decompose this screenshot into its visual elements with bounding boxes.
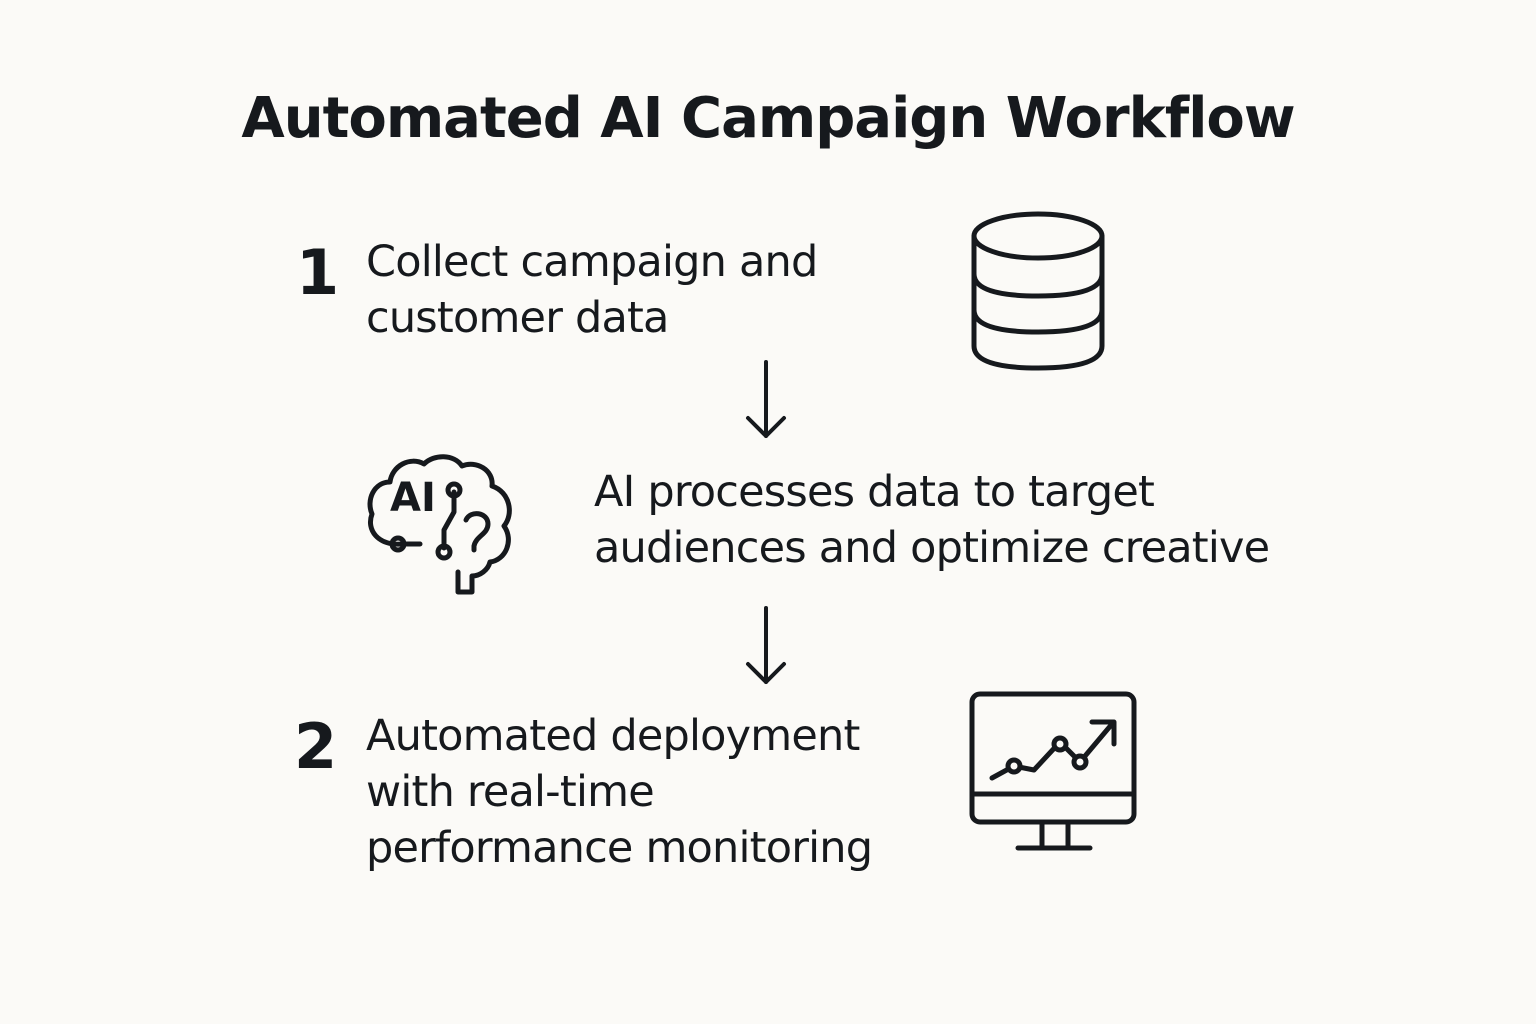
ai-icon-label: AI [390,475,436,521]
step-3-line-1: Automated deployment [366,711,860,761]
page-title: Automated AI Campaign Workflow [241,86,1295,151]
step-1-line-1: Collect campaign and [366,237,818,287]
step-2-text: AI processes data to target audiences an… [594,464,1270,576]
step-1-number: 1 [296,236,340,309]
step-3-line-3: performance monitoring [366,823,873,873]
step-1-text: Collect campaign and customer data [366,234,818,346]
down-arrow-icon [744,606,788,686]
monitor-chart-icon [968,690,1140,854]
step-2-line-2: audiences and optimize creative [594,523,1270,573]
down-arrow-icon [744,360,788,440]
step-2-number: 2 [294,710,338,783]
step-1-line-2: customer data [366,293,669,343]
step-3-text: Automated deployment with real-time perf… [366,708,873,876]
step-2-line-1: AI processes data to target [594,467,1155,517]
database-icon [966,206,1110,378]
ai-brain-icon: AI [362,452,524,600]
step-3-line-2: with real-time [366,767,655,817]
